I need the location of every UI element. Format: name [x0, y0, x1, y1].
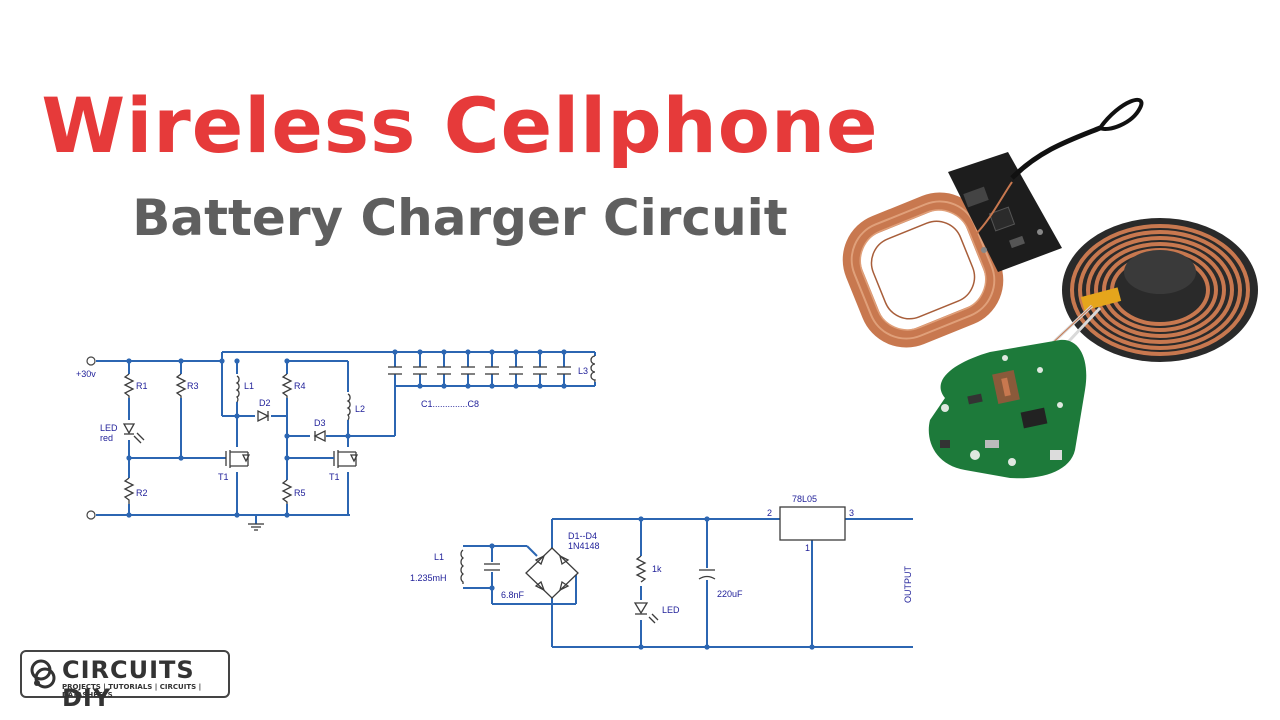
r4-label: R4	[294, 381, 306, 391]
ground-symbol	[248, 523, 264, 531]
t1-left-label: T1	[218, 472, 229, 482]
rectangular-coil	[842, 192, 1004, 348]
d2-label: D2	[259, 398, 271, 408]
receiver-junctions	[489, 516, 815, 650]
transmitter-diodes	[255, 409, 326, 443]
r2-label: R2	[136, 488, 148, 498]
brand-logo[interactable]: CIRCUITS DIY PROJECTS | TUTORIALS | CIRC…	[20, 650, 230, 712]
transmitter-board	[948, 152, 1062, 272]
d3-label: D3	[314, 418, 326, 428]
l2-label: L2	[355, 404, 365, 414]
regulator-pin-out: 3	[849, 508, 854, 518]
capacitor-range-label: C1..............C8	[421, 399, 479, 409]
mosfet-right	[322, 450, 359, 468]
bridge-rectifier	[525, 547, 579, 599]
receiver-led	[633, 600, 659, 624]
voltage-regulator	[779, 506, 846, 541]
receiver-resistor	[634, 555, 648, 586]
r1-label: R1	[136, 381, 148, 391]
l1-label: L1	[244, 381, 254, 391]
transmitter-inductors	[234, 374, 351, 421]
receiver-board	[928, 339, 1087, 479]
receiver-coil-value: 1.235mH	[410, 573, 447, 583]
led-label-1: LED	[100, 423, 118, 433]
logo-name: CIRCUITS DIY	[62, 656, 195, 712]
transmitter-led	[122, 420, 145, 444]
bridge-label-1: D1--D4	[568, 531, 597, 541]
page-subtitle: Battery Charger Circuit	[132, 189, 788, 247]
r3-label: R3	[187, 381, 199, 391]
supply-label: +30v	[76, 369, 96, 379]
capacitor-bank	[388, 352, 596, 386]
page-title: Wireless Cellphone	[41, 81, 879, 170]
bridge-label-2: 1N4148	[568, 541, 600, 551]
logo-tagline: PROJECTS | TUTORIALS | CIRCUITS | DATASH…	[62, 683, 202, 699]
regulator-pin-in: 2	[767, 508, 772, 518]
receiver-coil	[455, 549, 471, 584]
mosfet-left	[225, 450, 251, 468]
wire-loop	[974, 97, 1144, 236]
transmitter-junctions	[86, 349, 567, 520]
r5-label: R5	[294, 488, 306, 498]
logo-icon	[30, 659, 56, 689]
receiver-cap-value: 6.8nF	[501, 590, 525, 600]
output-label: OUTPUT	[903, 566, 913, 604]
l3-label: L3	[578, 366, 588, 376]
receiver-led-label: LED	[662, 605, 680, 615]
round-coil	[1062, 218, 1258, 362]
receiver-tuning-capacitor	[484, 562, 500, 572]
transmitter-resistors	[123, 373, 293, 504]
regulator-label: 78L05	[792, 494, 817, 504]
filter-cap-value: 220uF	[717, 589, 743, 599]
resistor-value: 1k	[652, 564, 662, 574]
receiver-coil-label: L1	[434, 552, 444, 562]
led-label-2: red	[100, 433, 113, 443]
receiver-filter-capacitor	[698, 568, 716, 580]
t1-right-label: T1	[329, 472, 340, 482]
regulator-pin-gnd: 1	[805, 543, 810, 553]
